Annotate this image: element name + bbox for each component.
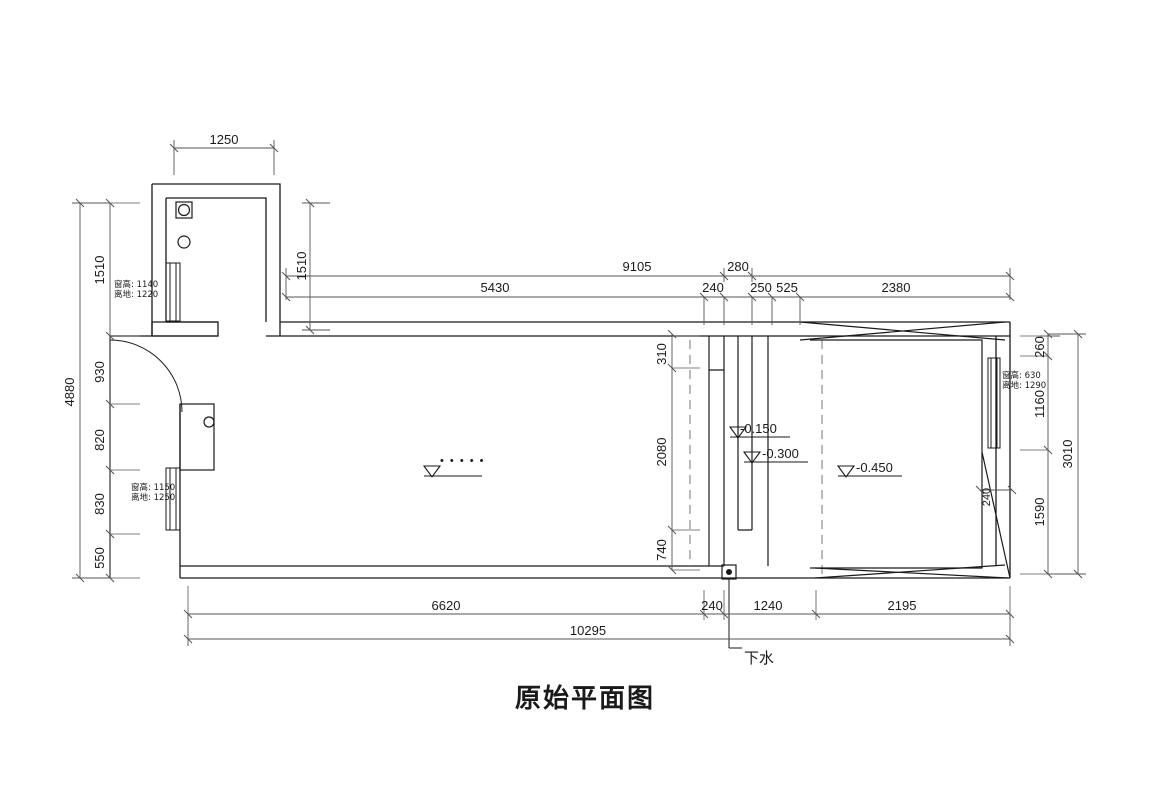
- dim-interior-310: 310: [654, 343, 669, 365]
- dim-left-820: 820: [92, 429, 107, 451]
- wall-kitchen-bottom: [151, 321, 219, 337]
- dim-bottom-1240: 1240: [754, 598, 783, 613]
- dim-top-525: 525: [776, 280, 798, 295]
- elevation-marker-150: [728, 426, 790, 439]
- dim-left-830: 830: [92, 493, 107, 515]
- drain-label: 下水: [744, 649, 774, 667]
- dim-top-2380: 2380: [882, 280, 911, 295]
- annotation-window-kitchen-line1: 窗高: 1140: [114, 279, 158, 290]
- dim-right-1160: 1160: [1032, 390, 1047, 418]
- dim-top-1250: 1250: [210, 132, 239, 147]
- dim-misc-240: 240: [981, 488, 993, 506]
- annotation-window-left-lower-line1: 窗高: 1150: [131, 482, 175, 493]
- window-right: [987, 357, 1001, 449]
- page-title: 原始平面图: [514, 684, 655, 714]
- elevation-marker-center: [422, 465, 482, 478]
- elevation-markers-group: [422, 426, 902, 478]
- elevation-marker-300: [742, 451, 808, 464]
- dim-right-overall-3010: 3010: [1060, 440, 1075, 469]
- balcony-room: [799, 321, 1011, 579]
- flue-circle-icon: [177, 203, 191, 217]
- wall-kitchen-inner: [166, 197, 267, 322]
- flue-box-icon: [175, 201, 193, 219]
- drain-symbol-icon: [721, 564, 742, 649]
- elevation-label-center: • • • • •: [440, 455, 485, 467]
- annotation-window-kitchen-line2: 离地: 1220: [114, 289, 158, 300]
- dim-bottom-overall-10295: 10295: [570, 623, 606, 638]
- wall-kitchen-outer: [152, 183, 281, 336]
- elevation-label-150: -0.150: [740, 421, 777, 436]
- annotation-window-right-line2: 离地: 1290: [1002, 380, 1046, 391]
- dim-top-240: 240: [702, 280, 724, 295]
- dim-bottom-240: 240: [701, 598, 723, 613]
- axis-dashed-lines: [689, 340, 823, 574]
- dim-left-overall-4880: 4880: [62, 378, 77, 407]
- dim-left-930: 930: [92, 361, 107, 383]
- dim-top-5430: 5430: [481, 280, 510, 295]
- door-entry: [109, 339, 215, 471]
- dim-top-250: 250: [750, 280, 772, 295]
- walls-group: [109, 183, 1011, 579]
- elevation-label-300: -0.300: [762, 446, 799, 461]
- dim-interior-740: 740: [654, 539, 669, 561]
- dim-top-280: 280: [727, 259, 749, 274]
- dim-top-1510: 1510: [294, 252, 309, 281]
- pipe-risers-group: [175, 201, 215, 428]
- dim-right-1590: 1590: [1032, 498, 1047, 527]
- dimension-lines-group: [72, 140, 1086, 646]
- dim-left-550: 550: [92, 547, 107, 569]
- dim-bottom-2195: 2195: [888, 598, 917, 613]
- pipe-circle-icon: [177, 235, 191, 249]
- annotation-window-right-line1: 窗高: 630: [1002, 370, 1041, 381]
- annotation-window-left-lower-line2: 离地: 1250: [131, 492, 175, 503]
- elevation-label-450: -0.450: [856, 460, 893, 475]
- dim-right-260: 260: [1032, 336, 1047, 358]
- dim-left-1510: 1510: [92, 256, 107, 285]
- dim-interior-2080: 2080: [654, 438, 669, 467]
- pipe-circle-icon-2: [203, 416, 215, 428]
- dim-top-9105: 9105: [623, 259, 652, 274]
- interior-partitions: [708, 336, 769, 566]
- window-left-lower: [165, 467, 181, 531]
- elevation-marker-450: [836, 465, 902, 478]
- window-kitchen: [165, 262, 181, 322]
- dim-bottom-6620: 6620: [432, 598, 461, 613]
